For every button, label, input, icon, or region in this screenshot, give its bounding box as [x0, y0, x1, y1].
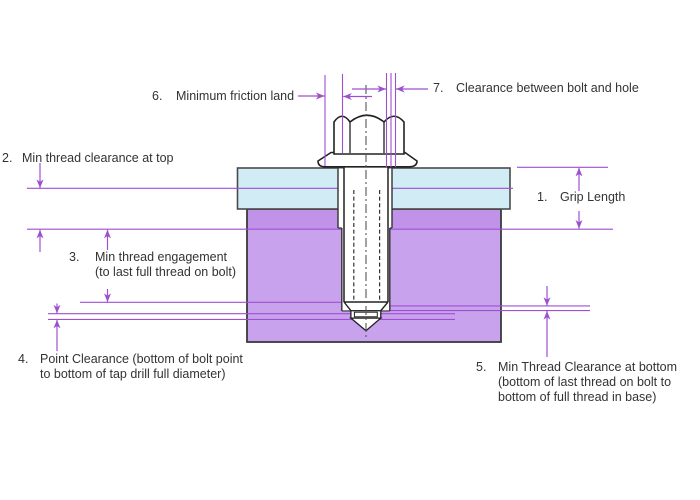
label-clearance-bolt-hole-text: Clearance between bolt and hole — [456, 81, 639, 95]
dim-extension-lines — [324, 73, 397, 167]
label-min-thread-engagement: 3. Min thread engagement (to last full t… — [69, 250, 236, 280]
label-min-thread-engagement-line2: (to last full thread on bolt) — [95, 265, 237, 279]
plate-hole-walls — [337, 168, 393, 228]
label-min-thread-clearance-bottom-number: 5. — [476, 360, 487, 374]
label-min-thread-engagement-number: 3. — [69, 250, 80, 264]
label-point-clearance-line1: Point Clearance (bottom of bolt point — [40, 352, 243, 366]
label-min-thread-engagement-line1: Min thread engagement — [95, 250, 228, 264]
label-min-thread-clearance-top: 2. Min thread clearance at top — [2, 151, 173, 166]
label-grip-length: 1. Grip Length — [537, 190, 625, 205]
label-min-thread-clearance-bottom-line3: bottom of full thread in base) — [498, 390, 657, 404]
dim-arrows — [36, 85, 583, 357]
dim-reference-lines — [27, 166, 613, 320]
label-grip-length-text: Grip Length — [560, 190, 626, 204]
thread-minor-dashes — [353, 190, 381, 301]
label-point-clearance-line2: to bottom of tap drill full diameter) — [40, 367, 226, 381]
label-minimum-friction-land-text: Minimum friction land — [176, 89, 295, 103]
label-min-thread-clearance-bottom-line1: Min Thread Clearance at bottom — [498, 360, 678, 374]
label-min-thread-clearance-bottom: 5. Min Thread Clearance at bottom (botto… — [476, 360, 677, 405]
label-minimum-friction-land-number: 6. — [152, 89, 163, 103]
label-clearance-bolt-hole: 7. Clearance between bolt and hole — [433, 81, 639, 96]
label-clearance-bolt-hole-number: 7. — [433, 81, 444, 95]
label-point-clearance: 4. Point Clearance (bottom of bolt point… — [18, 352, 243, 382]
chamfer-sides — [343, 301, 389, 312]
label-min-thread-clearance-bottom-line2: (bottom of last thread on bolt to — [498, 375, 672, 389]
bolt-head — [333, 114, 405, 155]
tap-hole-walls — [341, 228, 391, 311]
label-point-clearance-number: 4. — [18, 352, 29, 366]
bolt-head-facet-lines — [349, 122, 385, 153]
bolt-shank-sides — [343, 167, 389, 302]
label-minimum-friction-land: 6. Minimum friction land — [152, 89, 294, 104]
bolt-flange — [317, 151, 418, 168]
label-grip-length-number: 1. — [537, 190, 548, 204]
label-min-thread-clearance-top-text: Min thread clearance at top — [22, 151, 174, 165]
label-min-thread-clearance-top-number: 2. — [2, 151, 13, 165]
